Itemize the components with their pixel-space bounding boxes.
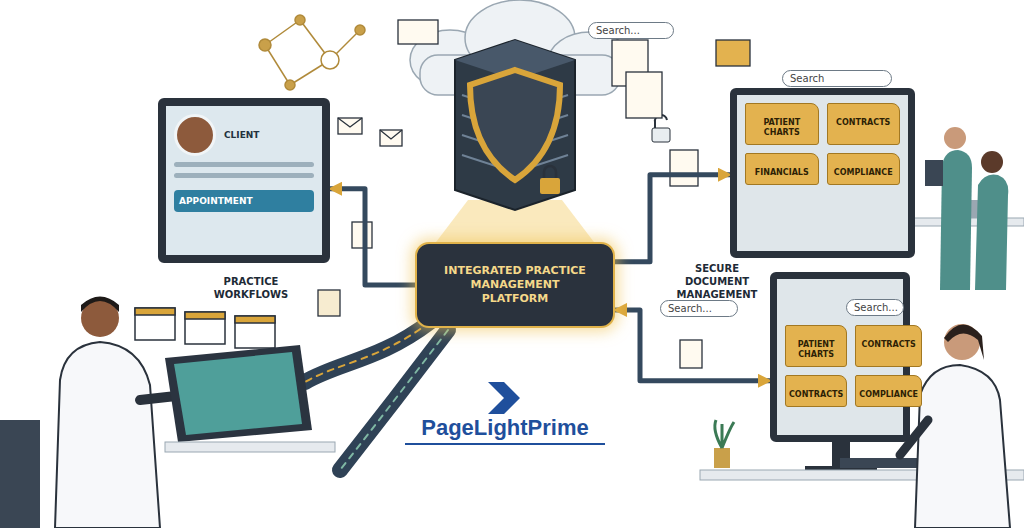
folder-label: FINANCIALS xyxy=(749,168,815,178)
data-connector xyxy=(615,175,730,262)
folder-tile: CONTRACTS xyxy=(855,325,922,367)
brand-logo: PageLightPrime xyxy=(405,415,605,445)
folder-grid: PATIENT CHARTSCONTRACTSCONTRACTSCOMPLIAN… xyxy=(785,325,895,407)
folder-label: CONTRACTS xyxy=(789,390,843,400)
folder-tile: PATIENT CHARTS xyxy=(785,325,847,367)
search-bar: Search... xyxy=(660,300,738,317)
open-padlock xyxy=(652,115,670,142)
search-bar: Search xyxy=(782,70,892,87)
staff-top-right xyxy=(905,127,1024,290)
doctor-left xyxy=(0,297,185,528)
text-line xyxy=(174,173,314,178)
folder-tile: COMPLIANCE xyxy=(855,375,922,407)
folder-tile: PATIENT CHARTS xyxy=(745,103,819,145)
logo-mark xyxy=(488,382,520,414)
folder-tile: COMPLIANCE xyxy=(827,153,901,185)
folder-label: PATIENT CHARTS xyxy=(789,340,843,360)
client-row: CLIENT xyxy=(174,114,314,156)
platform-chip: INTEGRATED PRACTICE MANAGEMENT PLATFORM xyxy=(415,242,615,328)
document-monitor: PATIENT CHARTSCONTRACTSCONTRACTSCOMPLIAN… xyxy=(770,272,910,442)
folder-tile: CONTRACTS xyxy=(785,375,847,407)
data-connector xyxy=(615,310,770,381)
document-monitor: PATIENT CHARTS CONTRACTS FINANCIALS COMPLIA… xyxy=(730,88,915,258)
client-monitor: CLIENT APPOINTMENT xyxy=(158,98,330,263)
shield xyxy=(470,70,560,180)
client-heading: CLIENT xyxy=(224,130,260,140)
folder-label: CONTRACTS xyxy=(859,340,918,350)
section-label: SECURE DOCUMENT MANAGEMENT xyxy=(668,262,766,301)
folder-tile: FINANCIALS xyxy=(745,153,819,185)
network-graph xyxy=(259,15,365,90)
search-bar: Search... xyxy=(588,22,674,39)
padlock xyxy=(540,166,560,194)
folder-label: COMPLIANCE xyxy=(831,168,897,178)
folder-grid: PATIENT CHARTS CONTRACTS FINANCIALS COMPLIA… xyxy=(745,103,900,185)
folder-label: PATIENT CHARTS xyxy=(749,118,815,138)
plant xyxy=(714,420,734,468)
tablet xyxy=(165,345,335,452)
document-icons xyxy=(284,20,750,426)
section-label: PRACTICE WORKFLOWS xyxy=(195,275,307,301)
avatar-icon xyxy=(174,114,216,156)
folder-label: CONTRACTS xyxy=(831,118,897,128)
calendars xyxy=(135,308,275,348)
text-line xyxy=(174,162,314,167)
search-bar: Search... xyxy=(846,299,904,316)
platform-title: INTEGRATED PRACTICE MANAGEMENT PLATFORM xyxy=(440,264,590,306)
server-tower xyxy=(455,40,575,210)
folder-label: COMPLIANCE xyxy=(859,390,918,400)
folder-tile: CONTRACTS xyxy=(827,103,901,145)
data-connector xyxy=(330,189,415,285)
appointment-button: APPOINTMENT xyxy=(174,190,314,212)
